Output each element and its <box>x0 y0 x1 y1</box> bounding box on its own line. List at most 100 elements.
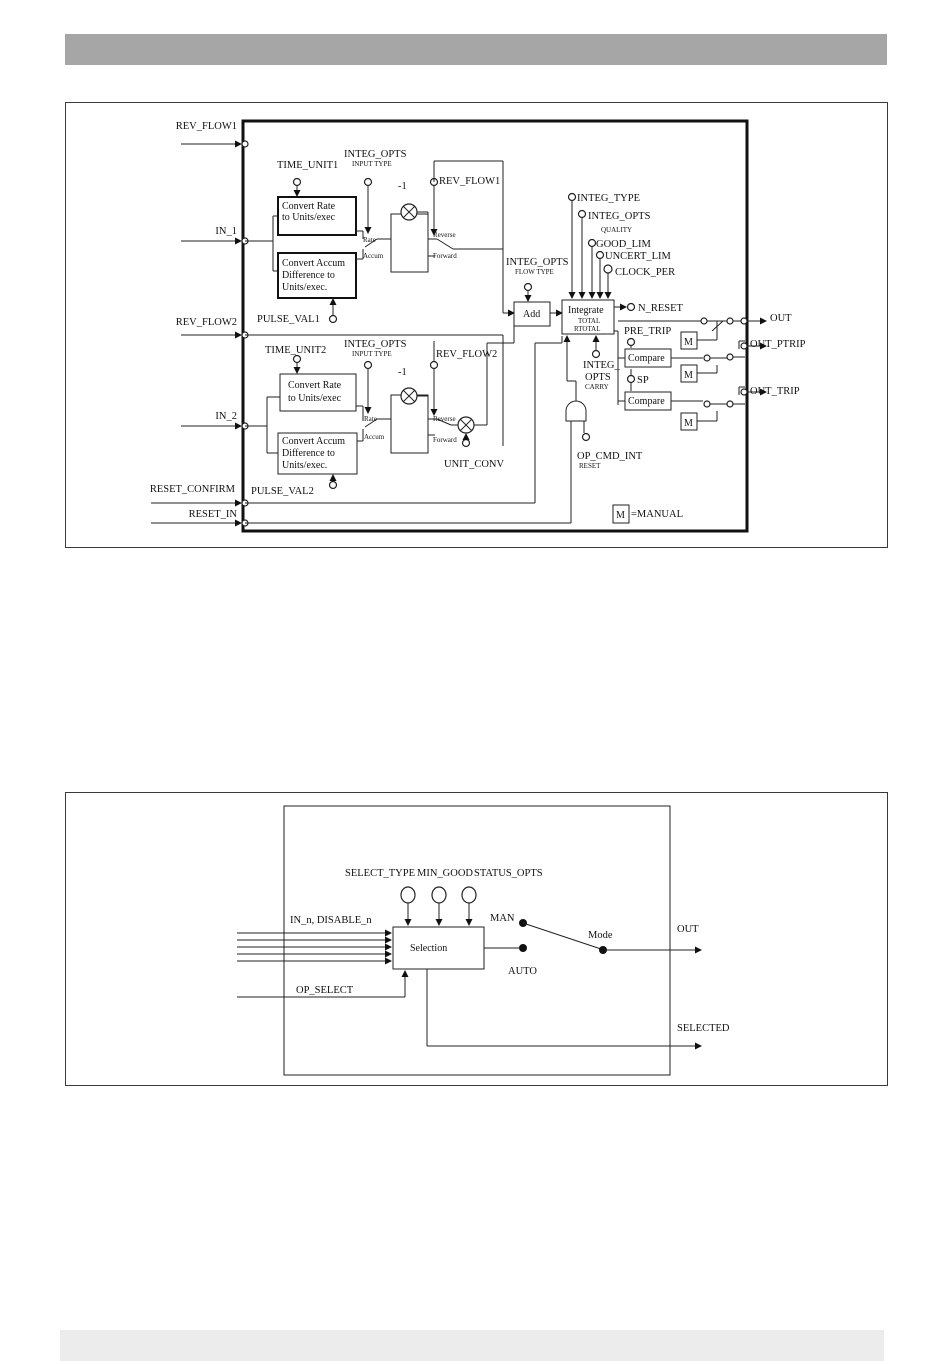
param-minus-one-1: -1 <box>398 181 407 192</box>
input-rev-flow1-label: REV_FLOW1 <box>176 121 237 132</box>
output-out-trip-label: OUT_TRIP <box>750 386 800 397</box>
legend-m-label: M <box>616 510 625 521</box>
convert-accum-1-line1: Convert Accum <box>282 258 345 269</box>
param-uncert-lim: UNCERT_LIM <box>605 251 672 262</box>
integrator-diagram-frame: REV_FLOW1 IN_1 REV_FLOW2 IN_2 RESET_CONF… <box>65 102 888 548</box>
switch-label-forward-1: Forward <box>433 252 457 260</box>
param-n-reset: N_RESET <box>638 303 684 314</box>
param-rev-flow1: REV_FLOW1 <box>439 176 500 187</box>
convert-accum-1-line2: Difference to <box>282 270 335 281</box>
convert-accum-block-1 <box>277 252 357 299</box>
lower-conversion-path <box>245 319 515 490</box>
input-op-select-label: OP_SELECT <box>296 985 354 996</box>
integrate-parameter-lines <box>567 192 636 359</box>
input-in-n-disable-n-label: IN_n, DISABLE_n <box>290 915 372 926</box>
switch-mode-label: Mode <box>588 930 613 941</box>
switch-auto-label: AUTO <box>508 966 537 977</box>
param-time-unit1: TIME_UNIT1 <box>277 160 338 171</box>
param-quality: QUALITY <box>601 226 632 234</box>
convert-rate-1-line2: to Units/exec <box>282 212 336 223</box>
param-integ-opts-2: INTEG_OPTS <box>344 339 407 350</box>
compare-block-2-label: Compare <box>628 396 665 407</box>
upper-conversion-path <box>245 160 515 324</box>
convert-rate-1-line1: Convert Rate <box>282 201 336 212</box>
switch-label-accum-2: Accum <box>364 433 385 441</box>
param-unit-conv: UNIT_CONV <box>444 459 504 470</box>
param-sp: SP <box>637 375 649 386</box>
compare-block-1-label: Compare <box>628 353 665 364</box>
integrate-total-label: TOTAL <box>578 317 600 325</box>
param-rev-flow2: REV_FLOW2 <box>436 349 497 360</box>
param-status-opts: STATUS_OPTS <box>474 868 543 879</box>
selector-diagram-frame: SELECT_TYPE MIN_GOOD STATUS_OPTS Selecti… <box>65 792 888 1086</box>
reset-logic <box>245 335 591 524</box>
selector-diagram: SELECT_TYPE MIN_GOOD STATUS_OPTS Selecti… <box>237 805 730 1076</box>
manual-box-2-label: M <box>684 370 693 381</box>
legend-manual-box <box>612 504 630 524</box>
selection-block-label: Selection <box>410 943 447 954</box>
param-pre-trip: PRE_TRIP <box>624 326 671 337</box>
convert-rate-2-line1: Convert Rate <box>288 380 342 391</box>
param-flow-type: FLOW TYPE <box>515 268 554 276</box>
trip-logic <box>614 317 767 431</box>
convert-accum-2-line1: Convert Accum <box>282 436 345 447</box>
output-out-label: OUT <box>770 313 792 324</box>
output-out-label-2: OUT <box>677 924 699 935</box>
integrator-diagram: REV_FLOW1 IN_1 REV_FLOW2 IN_2 RESET_CONF… <box>150 119 806 533</box>
selector-input-lines <box>237 929 409 998</box>
integrator-block-outline <box>241 119 749 533</box>
switch-label-forward-2: Forward <box>433 436 457 444</box>
legend-manual-label: =MANUAL <box>631 509 683 520</box>
param-select-type: SELECT_TYPE <box>345 868 415 879</box>
mode-switch-pivot-dot <box>599 946 607 954</box>
param-integ-opts-flow: INTEG_OPTS <box>506 257 569 268</box>
output-out-ptrip-label: OUT_PTRIP <box>750 339 806 350</box>
switch-label-accum-1: Accum <box>363 252 384 260</box>
param-integ-opts-carry-1: INTEG_ <box>583 360 620 371</box>
param-clock-per: CLOCK_PER <box>615 267 675 278</box>
switch-label-rate-2: Rate <box>364 415 377 423</box>
param-minus-one-2: -1 <box>398 367 407 378</box>
status-opts-param-icon <box>461 886 477 904</box>
input-reset-confirm-label: RESET_CONFIRM <box>150 484 236 495</box>
manual-box-1-label: M <box>684 337 693 348</box>
auto-contact-dot <box>519 944 527 952</box>
convert-accum-2-line2: Difference to <box>282 448 335 459</box>
mode-switch <box>426 919 702 1050</box>
param-min-good: MIN_GOOD <box>417 868 473 879</box>
param-time-unit2: TIME_UNIT2 <box>265 345 326 356</box>
convert-accum-block-2 <box>277 432 358 475</box>
param-carry: CARRY <box>585 383 609 391</box>
convert-rate-block-2 <box>279 373 357 412</box>
param-integ-type: INTEG_TYPE <box>577 193 640 204</box>
manual-box-3-label: M <box>684 418 693 429</box>
input-in1-label: IN_1 <box>215 226 237 237</box>
integrate-block <box>561 299 615 335</box>
param-op-cmd-int: OP_CMD_INT <box>577 451 643 462</box>
switch-man-label: MAN <box>490 913 515 924</box>
selection-block <box>392 926 485 970</box>
switch-label-reverse-2: Reverse <box>433 415 456 423</box>
convert-rate-block-1 <box>277 196 357 236</box>
page-footer-bar <box>60 1330 884 1361</box>
param-integ-opts-1: INTEG_OPTS <box>344 149 407 160</box>
param-input-type-1: INPUT TYPE <box>352 160 392 168</box>
input-rev-flow2-label: REV_FLOW2 <box>176 317 237 328</box>
select-type-param-icon <box>400 886 416 904</box>
add-block-label: Add <box>523 309 540 320</box>
integrate-rtotal-label: RTOTAL <box>574 325 601 333</box>
input-in2-label: IN_2 <box>215 411 237 422</box>
convert-accum-2-line3: Units/exec. <box>282 460 327 471</box>
or-gate-icon <box>565 400 587 422</box>
input-lines <box>151 140 242 527</box>
output-selected-label: SELECTED <box>677 1023 730 1034</box>
param-integ-opts-carry-2: OPTS <box>585 372 611 383</box>
min-good-param-icon <box>431 886 447 904</box>
param-pulse-val1: PULSE_VAL1 <box>257 314 320 325</box>
switch-label-reverse-1: Reverse <box>433 231 456 239</box>
integrate-block-label: Integrate <box>568 305 604 316</box>
page-header-bar <box>65 34 887 65</box>
param-pulse-val2: PULSE_VAL2 <box>251 486 314 497</box>
input-reset-in-label: RESET_IN <box>189 509 238 520</box>
param-good-lim: GOOD_LIM <box>596 239 651 250</box>
